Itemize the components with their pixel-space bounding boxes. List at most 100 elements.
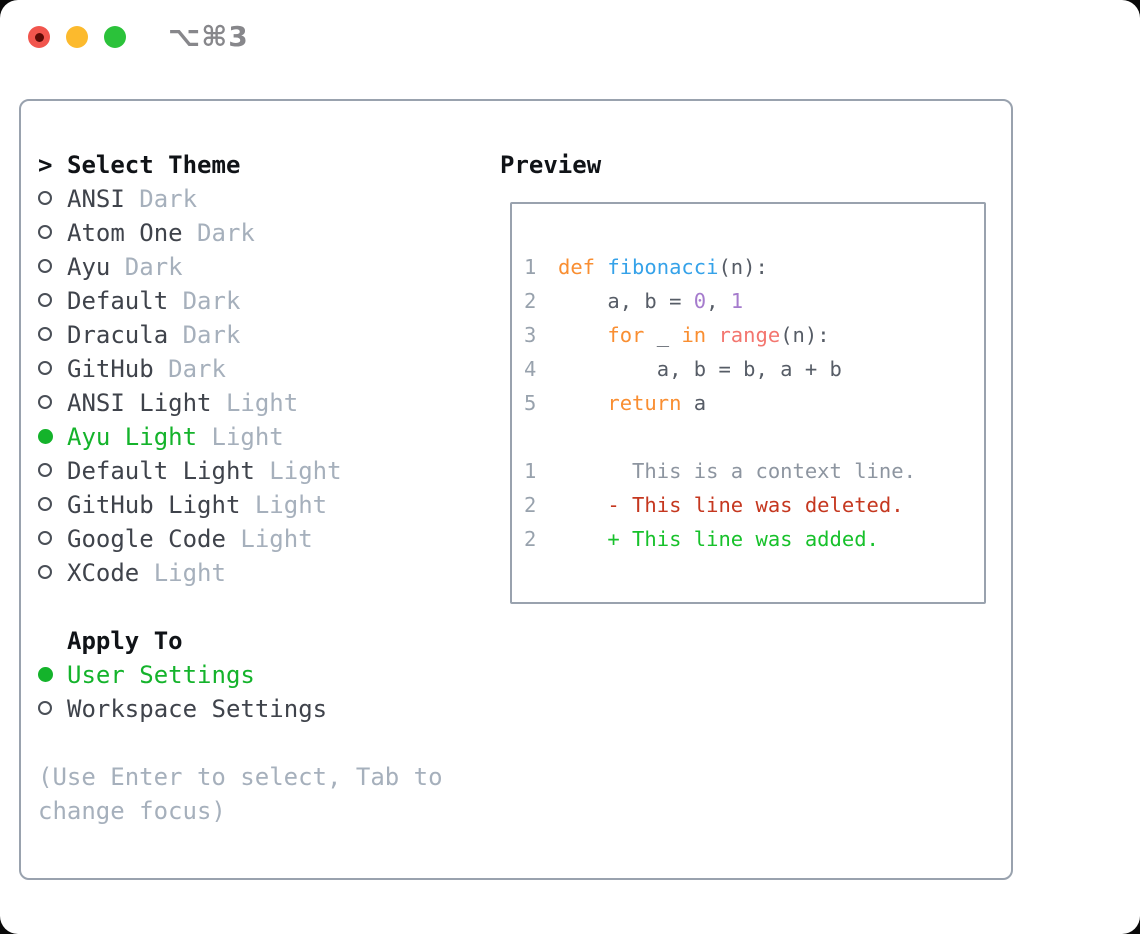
window-title: ⌥⌘3 — [168, 20, 249, 53]
theme-name: Ayu — [67, 253, 111, 281]
theme-name: Default — [67, 287, 169, 315]
radio-icon — [38, 463, 52, 477]
code-segment-context: This is a context line. — [558, 459, 916, 483]
theme-variant: Dark — [168, 321, 241, 349]
line-number: 4 — [524, 357, 537, 381]
theme-option-dracula-dark[interactable]: Dracula Dark — [38, 318, 443, 352]
theme-option-ayu-light-light[interactable]: Ayu Light Light — [38, 420, 443, 454]
code-line: 3 for _ in range(n): — [524, 318, 984, 352]
code-line: 1 def fibonacci(n): — [524, 250, 984, 284]
line-number: 3 — [524, 323, 537, 347]
theme-name: ANSI Light — [67, 389, 212, 417]
theme-option-default-light-light[interactable]: Default Light Light — [38, 454, 443, 488]
code-line: 1 This is a context line. — [524, 454, 984, 488]
code-line: 4 a, b = b, a + b — [524, 352, 984, 386]
code-segment-plain — [595, 255, 607, 279]
theme-option-github-dark[interactable]: GitHub Dark — [38, 352, 443, 386]
apply-option-workspace-settings[interactable]: Workspace Settings — [38, 692, 443, 726]
theme-name: XCode — [67, 559, 140, 587]
theme-name: GitHub — [67, 355, 154, 383]
hint-text: (Use Enter to select, Tab to change focus… — [38, 760, 443, 828]
line-number: 1 — [524, 255, 537, 279]
radio-icon — [38, 565, 52, 579]
zoom-button[interactable] — [104, 26, 126, 48]
radio-selected-icon — [38, 666, 53, 682]
theme-variant: Light — [240, 491, 328, 519]
code-line: 2 + This line was added. — [524, 522, 984, 556]
code-segment-plain — [706, 323, 718, 347]
hint-line: (Use Enter to select, Tab to — [38, 763, 443, 791]
code-segment-builtin: range — [718, 323, 781, 347]
theme-variant: Light — [225, 525, 313, 553]
radio-icon — [38, 327, 52, 341]
theme-option-ansi-light-light[interactable]: ANSI Light Light — [38, 386, 443, 420]
radio-icon — [38, 531, 52, 545]
code-segment-deleted: - This line was deleted. — [558, 493, 904, 517]
code-segment-number: 1 — [730, 289, 744, 313]
code-segment-function: fibonacci — [607, 255, 719, 279]
theme-option-default-dark[interactable]: Default Dark — [38, 284, 443, 318]
theme-variant: Light — [254, 457, 342, 485]
apply-option-label: User Settings — [67, 661, 255, 689]
code-segment-plain: _ — [644, 323, 682, 347]
code-segment-plain — [558, 391, 607, 415]
code-segment-number: 0 — [693, 289, 707, 313]
theme-name: Default Light — [67, 457, 255, 485]
spacer — [38, 726, 443, 760]
theme-variant: Dark — [153, 355, 226, 383]
theme-variant: Dark — [124, 185, 198, 213]
select-theme-title: Select Theme — [67, 151, 241, 179]
line-number: 1 — [524, 459, 537, 483]
minimize-button[interactable] — [66, 26, 88, 48]
code-segment-keyword: in — [681, 323, 707, 347]
theme-option-github-light-light[interactable]: GitHub Light Light — [38, 488, 443, 522]
code-segment-plain: (n): — [718, 255, 768, 279]
traffic-lights — [28, 26, 126, 48]
theme-name: Atom One — [67, 219, 183, 247]
theme-option-xcode-light[interactable]: XCode Light — [38, 556, 443, 590]
preview-title: Preview — [500, 151, 602, 179]
line-number: 2 — [524, 527, 537, 551]
radio-icon — [38, 395, 52, 409]
radio-icon — [38, 497, 52, 511]
code-segment-plain — [558, 323, 607, 347]
hint-line: change focus) — [38, 797, 226, 825]
apply-option-user-settings[interactable]: User Settings — [38, 658, 443, 692]
theme-option-google-code-light[interactable]: Google Code Light — [38, 522, 443, 556]
code-segment-keyword: for — [607, 323, 645, 347]
theme-variant: Light — [211, 389, 299, 417]
theme-name: ANSI — [67, 185, 125, 213]
theme-name: Google Code — [67, 525, 226, 553]
apply-to-header: Apply To — [38, 624, 443, 658]
theme-variant: Light — [197, 423, 284, 451]
code-segment-plain: (n): — [780, 323, 830, 347]
line-number: 2 — [524, 289, 537, 313]
code-segment-plain: a — [681, 391, 707, 415]
apply-to-title: Apply To — [67, 627, 183, 655]
theme-option-ansi-dark[interactable]: ANSI Dark — [38, 182, 443, 216]
code-segment-added: + This line was added. — [558, 527, 879, 551]
radio-icon — [38, 259, 52, 273]
code-line: 5 return a — [524, 386, 984, 420]
radio-icon — [38, 361, 52, 375]
code-line: 2 - This line was deleted. — [524, 488, 984, 522]
close-button[interactable] — [28, 26, 50, 48]
theme-option-ayu-dark[interactable]: Ayu Dark — [38, 250, 443, 284]
theme-variant: Light — [139, 559, 226, 587]
code-segment-keyword: def — [558, 255, 596, 279]
theme-variant: Dark — [182, 219, 255, 247]
theme-option-atom-one-dark[interactable]: Atom One Dark — [38, 216, 443, 250]
radio-icon — [38, 701, 52, 715]
spacer — [38, 590, 443, 624]
code-segment-keyword: return — [607, 391, 682, 415]
line-number: 5 — [524, 391, 537, 415]
theme-variant: Dark — [168, 287, 241, 315]
theme-name: Dracula — [67, 321, 169, 349]
radio-icon — [38, 191, 52, 205]
